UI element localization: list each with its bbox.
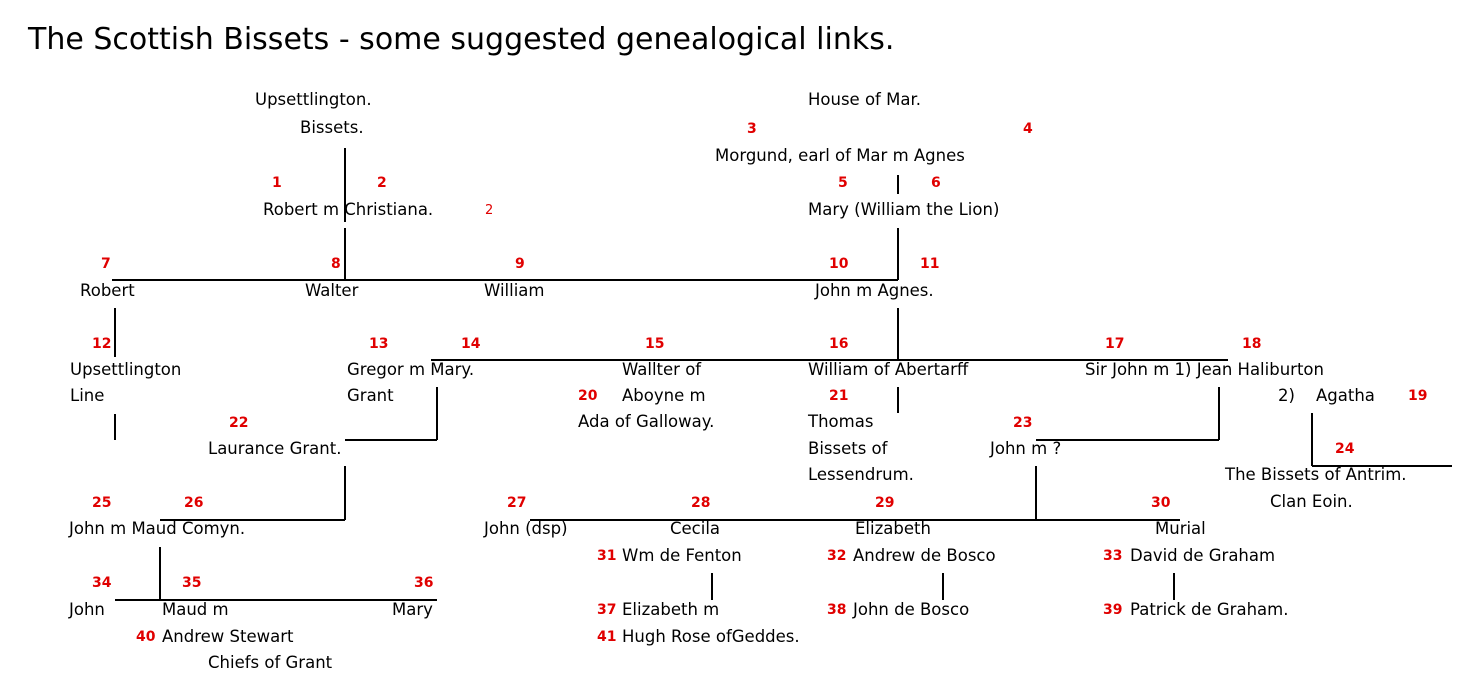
ref-number-9: 9 [515,256,525,272]
ref-number-1: 1 [272,175,282,191]
elizabeth-m-label: Elizabeth m [622,600,720,619]
diagram-title: The Scottish Bissets - some suggested ge… [28,22,895,57]
william-abertarff-label: William of Abertarff [808,360,969,379]
ref-number-10: 10 [829,256,849,272]
morgund-label: Morgund, earl of Mar m Agnes [715,146,965,165]
ref-number-8: 8 [331,256,341,272]
andrew-bosco-label: Andrew de Bosco [853,546,996,565]
ref-number-34: 34 [92,575,112,591]
john-maud-comyn-label: John m Maud Comyn. [69,519,246,538]
ref-number-2-secondary: 2 [485,203,494,218]
upsettlington-line-label-2: Line [70,386,105,405]
agatha-label: Agatha [1316,386,1375,405]
upsettlington-house-label: Upsettlington. [255,90,372,109]
ref-number-28: 28 [691,495,711,511]
maud-m-label: Maud m [162,600,229,619]
wallter-label-1: Wallter of [622,360,702,379]
david-graham-label: David de Graham [1130,546,1276,565]
gregor-mary-label: Gregor m Mary. [347,360,475,379]
ref-number-25: 25 [92,495,112,511]
john-q-label: John m ? [990,439,1062,458]
ref-number-18: 18 [1242,336,1262,352]
ref-number-2: 2 [377,175,387,191]
robert-christiana-label: Robert m Christiana. [263,200,434,219]
house-of-mar-label: House of Mar. [808,90,921,109]
andrew-stewart-label: Andrew Stewart [162,627,294,646]
wallter-label-2: Aboyne m [622,386,706,405]
ref-number-6: 6 [931,175,941,191]
ref-number-5: 5 [838,175,848,191]
thomas-label-3: Lessendrum. [808,465,914,484]
william-label: William [484,281,545,300]
ref-number-14: 14 [461,336,481,352]
ref-number-23: 23 [1013,415,1033,431]
robert-label: Robert [80,281,135,300]
ref-number-32: 32 [827,548,847,564]
wm-fenton-label: Wm de Fenton [622,546,742,565]
cecila-label: Cecila [670,519,721,538]
ref-number-16: 16 [829,336,849,352]
ref-number-11: 11 [920,256,940,272]
john-label: John [69,600,105,619]
upsettlington-bissets-label: Bissets. [300,118,364,137]
chiefs-grant-label: Chiefs of Grant [208,653,333,672]
ref-number-27: 27 [507,495,527,511]
hugh-rose-label: Hugh Rose ofGeddes. [622,627,800,646]
ref-number-15: 15 [645,336,665,352]
upsettlington-line-label-1: Upsettlington [70,360,182,379]
walter-label: Walter [305,281,359,300]
ref-number-39: 39 [1103,602,1123,618]
ref-number-22: 22 [229,415,249,431]
mary-william-label: Mary (William the Lion) [808,200,1000,219]
antrim-label-2: Clan Eoin. [1270,492,1353,511]
john-bosco-label: John de Bosco [853,600,970,619]
ref-number-19: 19 [1408,388,1428,404]
ref-number-30: 30 [1151,495,1171,511]
patrick-graham-label: Patrick de Graham. [1130,600,1289,619]
ref-number-29: 29 [875,495,895,511]
agatha-prefix-label: 2) [1278,386,1295,405]
ref-number-36: 36 [414,575,434,591]
ref-number-38: 38 [827,602,847,618]
ref-number-7: 7 [101,256,111,272]
ref-number-12: 12 [92,336,112,352]
sir-john-label: Sir John m 1) Jean Haliburton [1085,360,1324,379]
antrim-label-1: The Bissets of Antrim. [1225,465,1407,484]
ref-number-4: 4 [1023,121,1033,137]
thomas-label-1: Thomas [808,412,874,431]
ref-number-31: 31 [597,548,617,564]
ref-number-3: 3 [747,121,757,137]
ref-number-26: 26 [184,495,204,511]
ref-number-24: 24 [1335,441,1355,457]
john-dsp-label: John (dsp) [484,519,568,538]
ref-number-35: 35 [182,575,202,591]
wallter-label-3: Ada of Galloway. [578,412,715,431]
ref-number-40: 40 [136,629,156,645]
ref-number-21: 21 [829,388,849,404]
ref-number-37: 37 [597,602,617,618]
ref-number-13: 13 [369,336,389,352]
ref-number-41: 41 [597,629,617,645]
john-agnes-label: John m Agnes. [815,281,934,300]
ref-number-33: 33 [1103,548,1123,564]
murial-label: Murial [1155,519,1206,538]
mary-label: Mary [392,600,433,619]
ref-number-17: 17 [1105,336,1125,352]
grant-label: Grant [347,386,394,405]
thomas-label-2: Bissets of [808,439,888,458]
laurance-grant-label: Laurance Grant. [208,439,342,458]
ref-number-20: 20 [578,388,598,404]
elizabeth-label: Elizabeth [855,519,931,538]
